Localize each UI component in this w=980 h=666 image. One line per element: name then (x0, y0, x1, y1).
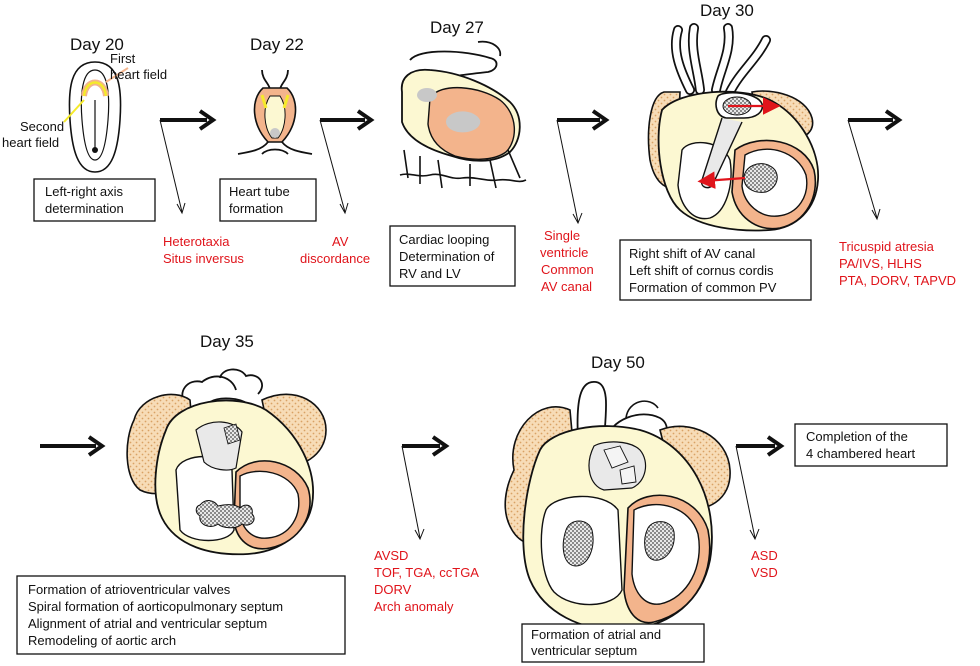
anomaly-3-line-4: AV canal (541, 279, 592, 294)
day20-box-line-1: Left-right axis (45, 184, 124, 199)
final-box (794, 423, 948, 467)
day35-box-line-1: Formation of atrioventricular valves (28, 582, 231, 597)
day30-label: Day 30 (700, 1, 754, 20)
arrow-4 (847, 109, 903, 221)
day20-embryo-illustration (63, 61, 129, 173)
day27-label: Day 27 (430, 18, 484, 37)
final-box-line-2: 4 chambered heart (806, 446, 916, 461)
anomaly-3-line-3: Common (541, 262, 594, 277)
day50-box-line-2: ventricular septum (531, 643, 637, 658)
day30-box-line-2: Left shift of cornus cordis (629, 263, 774, 278)
day30-box-line-3: Formation of common PV (629, 280, 777, 295)
anomaly-5-line-2: TOF, TGA, ccTGA (374, 565, 479, 580)
arrow-3 (556, 109, 610, 225)
arrow-7 (735, 435, 785, 541)
day27-box-line-1: Cardiac looping (399, 232, 489, 247)
first-heart-field-label-2: heart field (110, 67, 167, 82)
anomaly-1-line-2: Situs inversus (163, 251, 244, 266)
arrow-6 (401, 435, 450, 541)
anomaly-5-line-4: Arch anomaly (374, 599, 454, 614)
day20-box (33, 178, 156, 222)
day35-box-line-4: Remodeling of aortic arch (28, 633, 176, 648)
anomaly-2-line-2: discordance (300, 251, 370, 266)
day20-label: Day 20 (70, 35, 124, 54)
anomaly-3-line-1: Single (544, 228, 580, 243)
anomaly-4-line-1: Tricuspid atresia (839, 239, 935, 254)
anomaly-6-line-2: VSD (751, 565, 778, 580)
day35-box-line-3: Alignment of atrial and ventricular sept… (28, 616, 267, 631)
day27-looping-heart-illustration (399, 40, 527, 189)
day35-box (16, 575, 346, 655)
anomaly-3-line-2: ventricle (540, 245, 588, 260)
day50-box (521, 623, 705, 663)
day35-label: Day 35 (200, 332, 254, 351)
second-heart-field-label-2: heart field (2, 135, 59, 150)
anomaly-6-line-1: ASD (751, 548, 778, 563)
day22-box (219, 178, 317, 222)
day50-heart-illustration (504, 381, 731, 631)
anomaly-2-line-1: AV (332, 234, 349, 249)
second-heart-field-label-1: Second (20, 119, 64, 134)
anomaly-4-line-3: PTA, DORV, TAPVD (839, 273, 956, 288)
arrow-5 (40, 435, 106, 457)
anomaly-5-line-3: DORV (374, 582, 412, 597)
first-heart-field-label-1: First (110, 51, 136, 66)
day30-box (619, 239, 812, 301)
day27-box (389, 225, 516, 287)
day22-label: Day 22 (250, 35, 304, 54)
day20-box-line-2: determination (45, 201, 124, 216)
day30-heart-illustration (647, 23, 819, 232)
day27-box-line-3: RV and LV (399, 266, 461, 281)
day50-label: Day 50 (591, 353, 645, 372)
day35-heart-illustration (126, 368, 327, 556)
day22-box-line-2: formation (229, 201, 283, 216)
day50-box-line-1: Formation of atrial and (531, 627, 661, 642)
day27-box-line-2: Determination of (399, 249, 495, 264)
arrow-1 (159, 109, 217, 215)
day22-box-line-1: Heart tube (229, 184, 290, 199)
anomaly-4-line-2: PA/IVS, HLHS (839, 256, 922, 271)
arrow-2 (319, 109, 375, 215)
day22-heart-tube-illustration (237, 69, 313, 155)
anomaly-1-line-1: Heterotaxia (163, 234, 230, 249)
final-box-line-1: Completion of the (806, 429, 908, 444)
anomaly-5-line-1: AVSD (374, 548, 408, 563)
day35-box-line-2: Spiral formation of aorticopulmonary sep… (28, 599, 283, 614)
day30-box-line-1: Right shift of AV canal (629, 246, 755, 261)
